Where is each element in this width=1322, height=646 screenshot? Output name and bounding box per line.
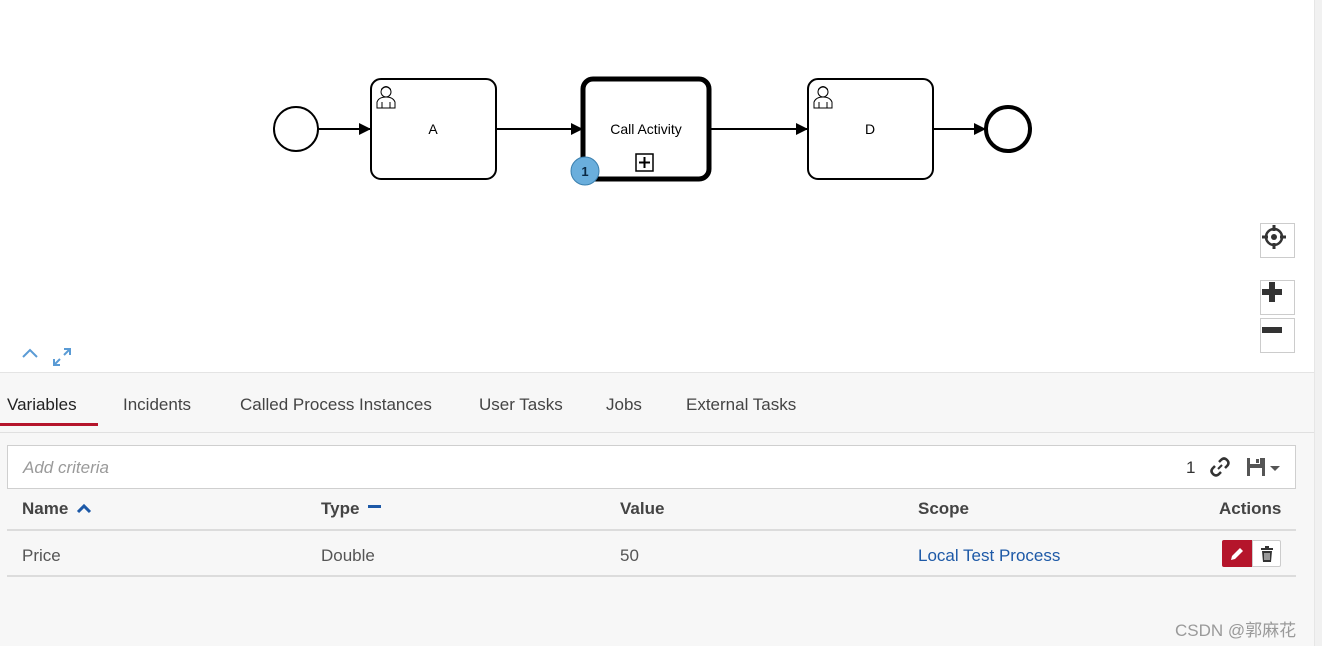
trash-icon [1260, 545, 1273, 562]
tab-called-process-instances[interactable]: Called Process Instances [240, 395, 432, 414]
fullscreen-button[interactable] [52, 347, 74, 369]
collapse-icon [22, 348, 38, 358]
tab-incidents[interactable]: Incidents [123, 395, 192, 414]
column-header-name[interactable]: Name [22, 499, 92, 519]
edit-variable-button[interactable] [1222, 540, 1252, 567]
save-icon[interactable] [1246, 457, 1280, 477]
cell-value[interactable]: 50 [620, 546, 639, 565]
row-divider [7, 575, 1296, 577]
sort-asc-icon [76, 503, 92, 514]
bpmn-diagram[interactable]: A Call Activity 1 [0, 0, 1314, 372]
cell-name: Price [22, 546, 61, 565]
user-task-d[interactable]: D [807, 78, 934, 180]
link-icon[interactable] [1210, 457, 1230, 477]
search-input[interactable]: Add criteria 1 [7, 445, 1296, 489]
instance-count: 1 [581, 164, 588, 179]
collapse-diagram-button[interactable] [21, 347, 43, 369]
name-header-label: Name [22, 499, 69, 518]
column-header-type[interactable]: Type [321, 499, 383, 519]
expand-marker-icon [635, 153, 654, 172]
task-d-label: D [865, 121, 875, 137]
delete-variable-button[interactable] [1252, 540, 1281, 567]
page-scrollbar[interactable] [1314, 0, 1322, 646]
user-icon [376, 86, 396, 109]
start-event[interactable] [273, 106, 319, 152]
pencil-icon [1231, 547, 1243, 560]
instance-details-panel: Variables Incidents Called Process Insta… [0, 372, 1314, 646]
user-icon [813, 86, 833, 109]
type-header-label: Type [321, 499, 360, 518]
zoom-out-button[interactable] [1260, 318, 1295, 353]
tab-user-tasks[interactable]: User Tasks [479, 395, 563, 414]
user-task-a[interactable]: A [370, 78, 497, 180]
search-placeholder: Add criteria [23, 458, 109, 477]
active-tab-indicator [0, 423, 98, 426]
cell-type: Double [321, 546, 375, 565]
result-count: 1 [1186, 458, 1196, 477]
tab-variables[interactable]: Variables [7, 395, 77, 414]
sort-none-icon [368, 505, 382, 508]
column-header-value[interactable]: Value [620, 499, 665, 518]
column-header-scope[interactable]: Scope [918, 499, 970, 518]
tab-jobs[interactable]: Jobs [606, 395, 642, 414]
zoom-out-icon [1262, 327, 1282, 333]
call-activity[interactable]: Call Activity 1 [570, 76, 712, 186]
instance-count-badge[interactable]: 1 [570, 156, 600, 186]
bpmn-canvas: A Call Activity 1 [273, 76, 1032, 186]
recenter-button[interactable] [1260, 223, 1295, 258]
call-activity-label: Call Activity [610, 121, 682, 137]
header-divider [7, 529, 1296, 531]
details-tabs: Variables Incidents Called Process Insta… [0, 373, 1314, 433]
task-a-label: A [428, 121, 438, 137]
zoom-in-button[interactable] [1260, 280, 1295, 315]
watermark: CSDN @郭麻花 [1175, 621, 1297, 640]
column-header-actions: Actions [1219, 499, 1282, 518]
end-event[interactable] [984, 105, 1032, 153]
recenter-icon [1262, 225, 1286, 249]
cell-scope-link[interactable]: Local Test Process [918, 546, 1061, 565]
fullscreen-icon [53, 348, 71, 366]
tab-external-tasks[interactable]: External Tasks [686, 395, 797, 414]
zoom-in-icon [1262, 282, 1282, 302]
